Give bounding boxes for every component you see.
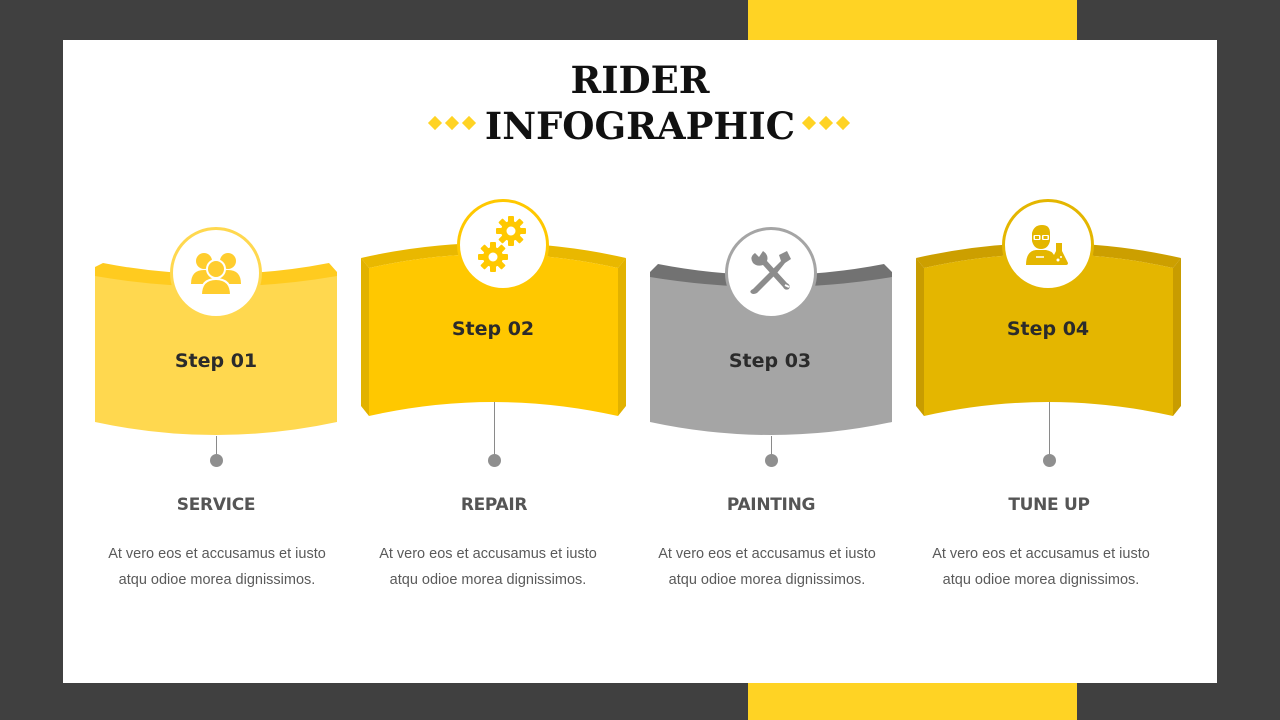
- bottom-accent-band: [748, 683, 1077, 720]
- scientist-flask-icon: [1026, 225, 1068, 265]
- step-02-connector: [494, 402, 495, 460]
- step-03-desc-line-1: At vero eos et accusamus et iusto: [658, 546, 876, 562]
- title-line-1: RIDER: [570, 58, 710, 102]
- step-03-heading: PAINTING: [726, 495, 816, 515]
- wrench-screwdriver-icon: [750, 251, 791, 294]
- top-accent-band: [748, 0, 1077, 40]
- step-01-label: Step 01: [174, 350, 258, 372]
- step-04-shape: [916, 243, 1181, 416]
- step-02-heading: REPAIR: [460, 495, 528, 515]
- step-01-dot: [210, 454, 223, 467]
- step-02-desc-line-1: At vero eos et accusamus et iusto: [379, 546, 597, 562]
- users-group-icon: [191, 253, 241, 296]
- step-04-dot: [1043, 454, 1056, 467]
- title-line-2: INFOGRAPHIC: [484, 104, 796, 148]
- step-04-heading: TUNE UP: [1008, 495, 1090, 515]
- step-03-icon-circle: [725, 227, 817, 319]
- step-01-description: At vero eos et accusamus et iusto atqu o…: [87, 541, 347, 593]
- step-02-shape: [361, 243, 626, 416]
- step-04-label: Step 04: [1006, 318, 1090, 340]
- step-03-label: Step 03: [728, 350, 812, 372]
- step-02-label: Step 02: [451, 318, 535, 340]
- step-02-dot: [488, 454, 501, 467]
- step-03-description: At vero eos et accusamus et iusto atqu o…: [637, 541, 897, 593]
- step-04-description: At vero eos et accusamus et iusto atqu o…: [911, 541, 1171, 593]
- step-04-connector: [1049, 402, 1050, 460]
- step-02-description: At vero eos et accusamus et iusto atqu o…: [358, 541, 618, 593]
- gears-icon: [478, 216, 526, 272]
- step-01-connector: [216, 436, 217, 460]
- step-04-desc-line-1: At vero eos et accusamus et iusto: [932, 546, 1150, 562]
- step-01-desc-line-1: At vero eos et accusamus et iusto: [108, 546, 326, 562]
- step-02-desc-line-2: atqu odioe morea dignissimos.: [389, 572, 587, 588]
- step-04-desc-line-2: atqu odioe morea dignissimos.: [942, 572, 1140, 588]
- step-03-dot: [765, 454, 778, 467]
- step-02-icon-circle: [457, 199, 549, 291]
- step-01-icon-circle: [170, 227, 262, 319]
- step-03-connector: [771, 436, 772, 460]
- step-03-desc-line-2: atqu odioe morea dignissimos.: [668, 572, 866, 588]
- step-01-desc-line-2: atqu odioe morea dignissimos.: [118, 572, 316, 588]
- step-04-icon-circle: [1002, 199, 1094, 291]
- step-01-heading: SERVICE: [176, 495, 256, 515]
